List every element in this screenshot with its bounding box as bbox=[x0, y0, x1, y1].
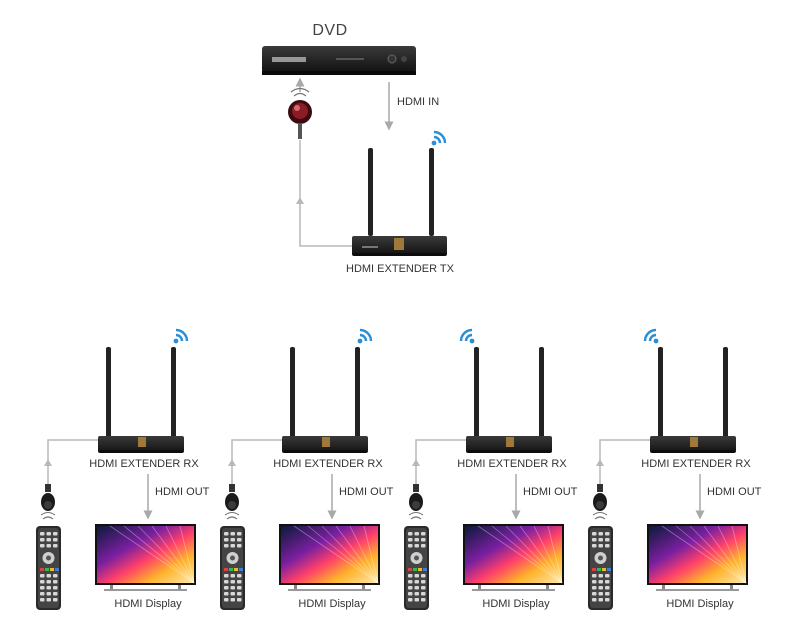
hdmi-out-label: HDMI OUT bbox=[339, 486, 394, 498]
ir-connection bbox=[228, 439, 282, 485]
wifi-icon bbox=[459, 328, 475, 344]
hdmi-extender-icon bbox=[98, 347, 184, 453]
display-label: HDMI Display bbox=[114, 598, 182, 610]
receiver-2 bbox=[220, 328, 380, 610]
wifi-icon bbox=[357, 328, 373, 344]
ir-receiver-icon bbox=[592, 484, 608, 520]
hdmi-out-label: HDMI OUT bbox=[523, 486, 578, 498]
display-label: HDMI Display bbox=[482, 598, 550, 610]
hdmi-in-label: HDMI IN bbox=[397, 96, 440, 108]
wifi-icon bbox=[643, 328, 659, 344]
hdmi-out-label: HDMI OUT bbox=[707, 486, 762, 498]
wifi-icon bbox=[431, 130, 447, 146]
hdmi-extender-icon bbox=[282, 347, 368, 453]
ir-receiver-icon bbox=[288, 87, 312, 139]
ir-connection-tx bbox=[295, 77, 355, 247]
remote-control-icon bbox=[36, 526, 61, 610]
wifi-icon bbox=[173, 328, 189, 344]
receiver-4 bbox=[588, 328, 748, 610]
receiver-3 bbox=[404, 328, 564, 610]
rx-device-label: HDMI EXTENDER RX bbox=[273, 458, 383, 470]
tx-device-label: HDMI EXTENDER TX bbox=[346, 263, 454, 275]
ir-connection bbox=[596, 439, 650, 485]
ir-receiver-icon bbox=[408, 484, 424, 520]
ir-receiver-icon bbox=[40, 484, 56, 520]
tv-display-icon bbox=[463, 524, 564, 591]
remote-control-icon bbox=[404, 526, 429, 610]
ir-connection bbox=[44, 439, 98, 485]
rx-device-label: HDMI EXTENDER RX bbox=[89, 458, 199, 470]
dvd-label: DVD bbox=[312, 22, 348, 39]
tv-display-icon bbox=[647, 524, 748, 591]
rx-device-label: HDMI EXTENDER RX bbox=[457, 458, 567, 470]
hdmi-extender-icon bbox=[352, 148, 447, 256]
tv-display-icon bbox=[95, 524, 196, 591]
ir-receiver-icon bbox=[224, 484, 240, 520]
remote-control-icon bbox=[588, 526, 613, 610]
ir-connection bbox=[412, 439, 466, 485]
receiver-1 bbox=[36, 328, 196, 610]
hdmi-extender-icon bbox=[466, 347, 552, 453]
hdmi-out-label: HDMI OUT bbox=[155, 486, 210, 498]
rx-device-label: HDMI EXTENDER RX bbox=[641, 458, 751, 470]
display-label: HDMI Display bbox=[666, 598, 734, 610]
hdmi-extender-icon bbox=[650, 347, 736, 453]
remote-control-icon bbox=[220, 526, 245, 610]
dvd-player-icon bbox=[262, 46, 416, 75]
display-label: HDMI Display bbox=[298, 598, 366, 610]
tv-display-icon bbox=[279, 524, 380, 591]
